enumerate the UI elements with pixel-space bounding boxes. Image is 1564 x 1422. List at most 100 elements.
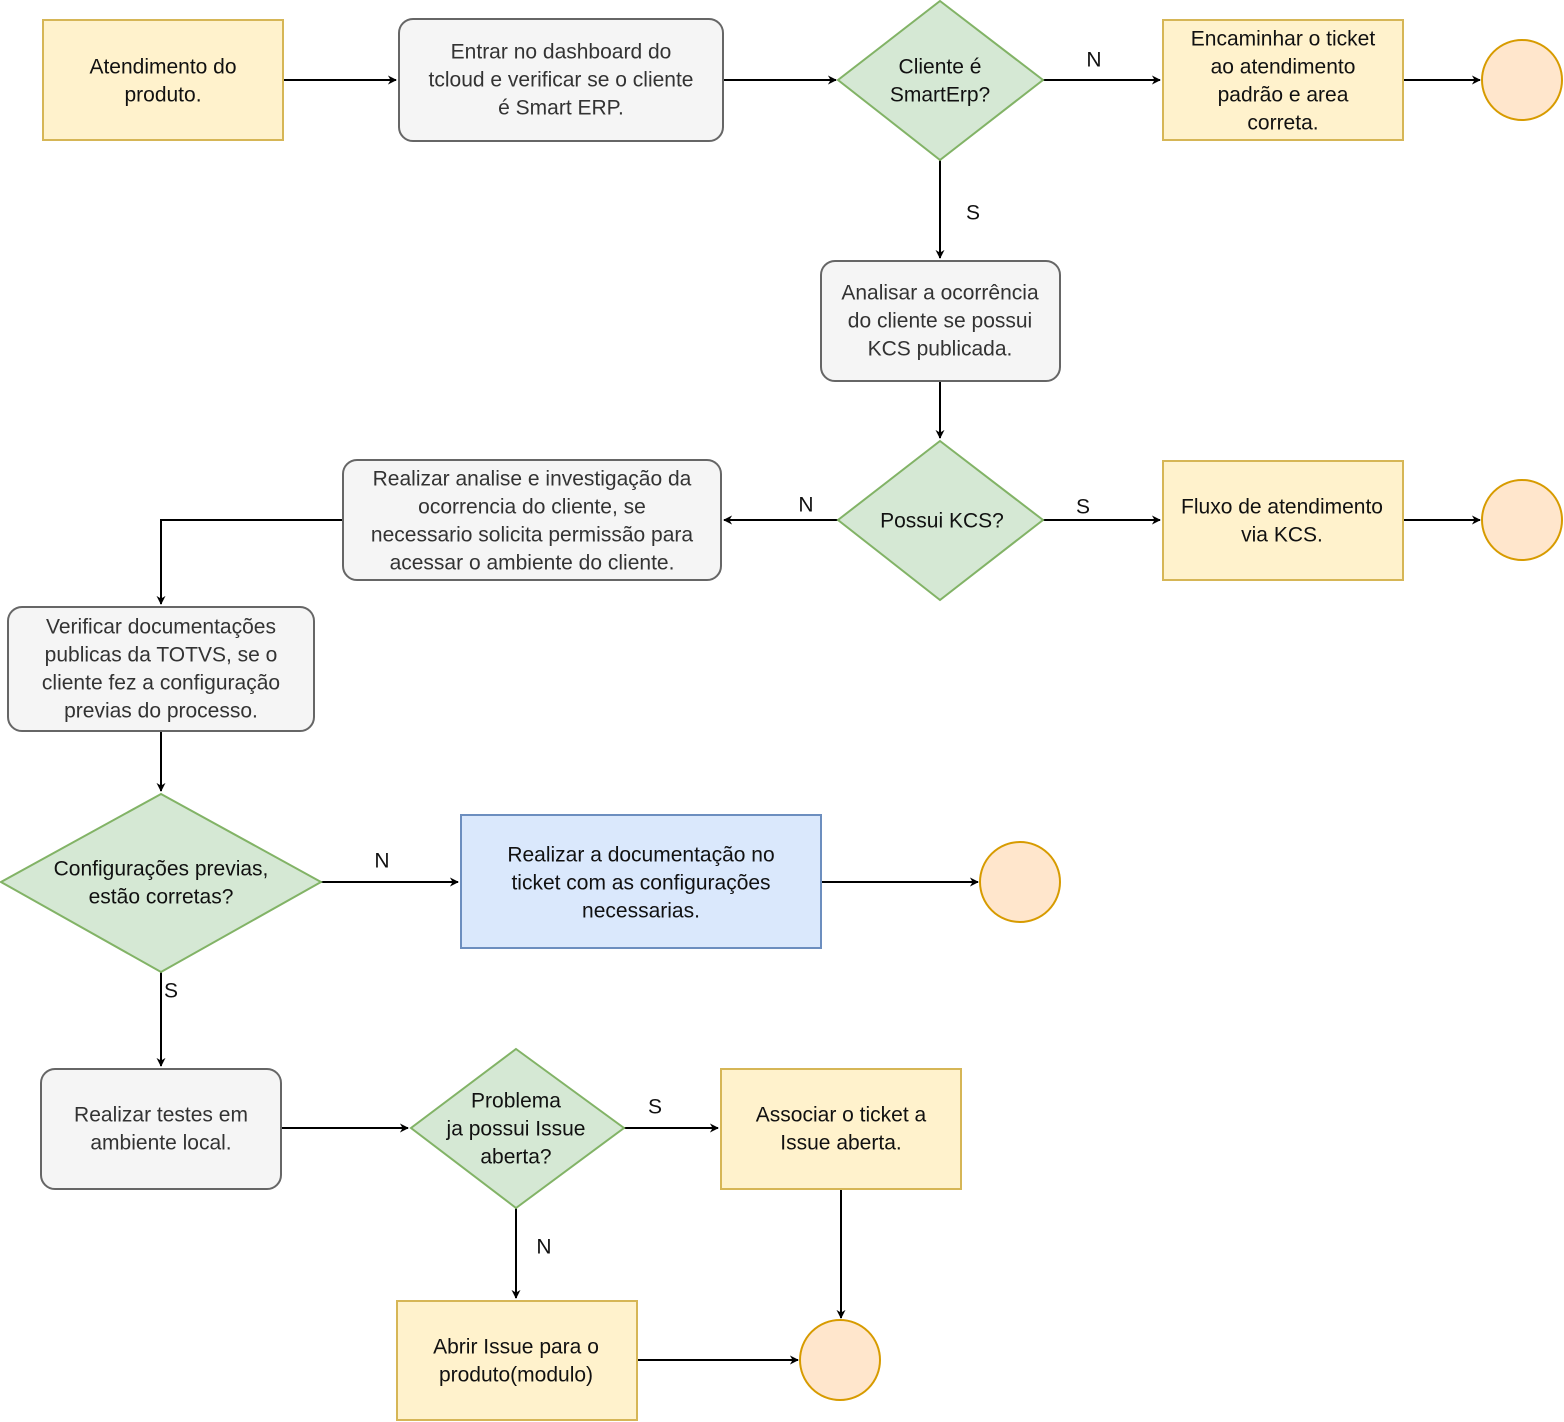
process-box bbox=[396, 1300, 638, 1421]
node-dashboard: Entrar no dashboard do tcloud e verificar… bbox=[398, 18, 724, 142]
node-label-line: cliente fez a configuração bbox=[42, 672, 280, 695]
node-label: Verificar documentações publicas da TOTVS… bbox=[42, 616, 280, 723]
node-label: Atendimento do produto. bbox=[89, 56, 236, 107]
node-analisar: Analisar a ocorrência do cliente se possu… bbox=[820, 260, 1061, 382]
node-label-line: Possui KCS? bbox=[880, 510, 1004, 533]
process-box bbox=[1162, 460, 1404, 581]
node-end-3 bbox=[979, 841, 1061, 923]
node-label: Entrar no dashboard do tcloud e verificar… bbox=[429, 41, 694, 120]
node-abrir-issue: Abrir Issue para o produto(modulo) bbox=[396, 1300, 638, 1421]
node-config-previas: Configurações previas, estão corretas? bbox=[0, 792, 324, 974]
edge-label-issue-yes: S bbox=[648, 1096, 662, 1119]
node-end-2 bbox=[1481, 479, 1563, 561]
process-box bbox=[1162, 19, 1404, 141]
node-label-line: necessarias. bbox=[582, 900, 700, 923]
process-box bbox=[820, 260, 1061, 382]
node-label: Cliente é SmartErp? bbox=[890, 56, 990, 107]
node-end-1 bbox=[1481, 39, 1563, 121]
node-label-line: é Smart ERP. bbox=[498, 97, 624, 120]
process-box bbox=[40, 1068, 282, 1190]
node-label-line: KCS publicada. bbox=[868, 338, 1013, 361]
process-box bbox=[398, 18, 724, 142]
node-label-line: ticket com as configurações bbox=[511, 872, 770, 895]
node-problema-issue: Problema ja possui Issue aberta? bbox=[409, 1047, 626, 1210]
process-box bbox=[720, 1068, 962, 1190]
node-label-line: ambiente local. bbox=[90, 1132, 231, 1155]
node-label-line: Cliente é bbox=[899, 56, 982, 79]
node-label-line: Fluxo de atendimento bbox=[1181, 496, 1383, 519]
node-cliente-smarterp: Cliente é SmartErp? bbox=[836, 0, 1045, 162]
node-associar: Associar o ticket a Issue aberta. bbox=[720, 1068, 962, 1190]
process-box bbox=[342, 459, 722, 581]
node-label-line: publicas da TOTVS, se o bbox=[45, 644, 278, 667]
node-atendimento: Atendimento do produto. bbox=[42, 19, 284, 141]
node-label-line: necessario solicita permissão para bbox=[371, 524, 693, 547]
node-label-line: via KCS. bbox=[1241, 524, 1323, 547]
node-label-line: estão corretas? bbox=[89, 886, 234, 909]
end-circle bbox=[979, 841, 1061, 923]
node-label: Associar o ticket a Issue aberta. bbox=[756, 1104, 927, 1155]
node-label-line: Issue aberta. bbox=[780, 1132, 901, 1155]
decision-diamond bbox=[409, 1047, 626, 1210]
edge-label-issue-no: N bbox=[536, 1236, 551, 1259]
node-label-line: SmartErp? bbox=[890, 84, 990, 107]
node-label-line: acessar o ambiente do cliente. bbox=[390, 552, 675, 575]
node-label-line: produto(modulo) bbox=[439, 1364, 593, 1387]
node-fluxo-kcs: Fluxo de atendimento via KCS. bbox=[1162, 460, 1404, 581]
node-label-line: ja possui Issue bbox=[446, 1118, 586, 1141]
node-label-line: Associar o ticket a bbox=[756, 1104, 927, 1127]
edge-label-config-no: N bbox=[374, 850, 389, 873]
process-box bbox=[42, 19, 284, 141]
node-realizar-doc: Realizar a documentação no ticket com as … bbox=[460, 814, 822, 949]
edge-label-config-yes: S bbox=[164, 980, 178, 1003]
node-label: Configurações previas, estão corretas? bbox=[54, 858, 269, 909]
node-label: Fluxo de atendimento via KCS. bbox=[1181, 496, 1383, 547]
node-label-line: Abrir Issue para o bbox=[433, 1336, 599, 1359]
node-label-line: Atendimento do bbox=[89, 56, 236, 79]
node-label-line: aberta? bbox=[480, 1146, 551, 1169]
node-end-4 bbox=[799, 1319, 881, 1401]
node-label: Analisar a ocorrência do cliente se possu… bbox=[841, 282, 1039, 361]
node-label-line: ocorrencia do cliente, se bbox=[418, 496, 646, 519]
edge-label-smarterp-yes: S bbox=[966, 202, 980, 225]
node-label-line: produto. bbox=[124, 84, 201, 107]
process-box bbox=[7, 606, 315, 732]
edge-analise-verificar bbox=[156, 519, 343, 605]
end-circle bbox=[1481, 39, 1563, 121]
edge-label-smarterp-no: N bbox=[1086, 49, 1101, 72]
decision-diamond bbox=[0, 792, 324, 974]
node-label: Realizar analise e investigação da ocorre… bbox=[371, 468, 693, 575]
node-label-line: correta. bbox=[1247, 112, 1318, 135]
node-label-line: Entrar no dashboard do bbox=[451, 41, 672, 64]
node-label-line: Realizar a documentação no bbox=[507, 844, 774, 867]
node-realizar-analise: Realizar analise e investigação da ocorre… bbox=[342, 459, 722, 581]
node-label: Possui KCS? bbox=[880, 510, 1004, 533]
edge-label-kcs-yes: S bbox=[1076, 496, 1090, 519]
end-circle bbox=[799, 1319, 881, 1401]
node-label-line: previas do processo. bbox=[64, 700, 258, 723]
node-label: Problema ja possui Issue aberta? bbox=[446, 1090, 586, 1169]
node-label-line: Realizar analise e investigação da bbox=[373, 468, 692, 491]
node-label-line: do cliente se possui bbox=[848, 310, 1032, 333]
edges bbox=[156, 75, 1481, 1365]
edge-label-kcs-no: N bbox=[798, 494, 813, 517]
node-label-line: Verificar documentações bbox=[46, 616, 276, 639]
node-possui-kcs: Possui KCS? bbox=[836, 439, 1045, 602]
node-label-line: tcloud e verificar se o cliente bbox=[429, 69, 694, 92]
node-verificar-doc: Verificar documentações publicas da TOTVS… bbox=[7, 606, 315, 732]
node-label: Abrir Issue para o produto(modulo) bbox=[433, 1336, 599, 1387]
decision-diamond bbox=[836, 439, 1045, 602]
node-label-line: Encaminhar o ticket bbox=[1191, 28, 1376, 51]
node-label-line: Configurações previas, bbox=[54, 858, 269, 881]
node-label-line: padrão e area bbox=[1218, 84, 1349, 107]
decision-diamond bbox=[836, 0, 1045, 162]
node-label-line: Problema bbox=[471, 1090, 561, 1113]
node-label-line: Realizar testes em bbox=[74, 1104, 248, 1127]
process-box bbox=[460, 814, 822, 949]
edge-labels: N S N S N S S N bbox=[164, 49, 1102, 1259]
node-label: Realizar a documentação no ticket com as … bbox=[507, 844, 774, 923]
node-label-line: Analisar a ocorrência bbox=[841, 282, 1039, 305]
